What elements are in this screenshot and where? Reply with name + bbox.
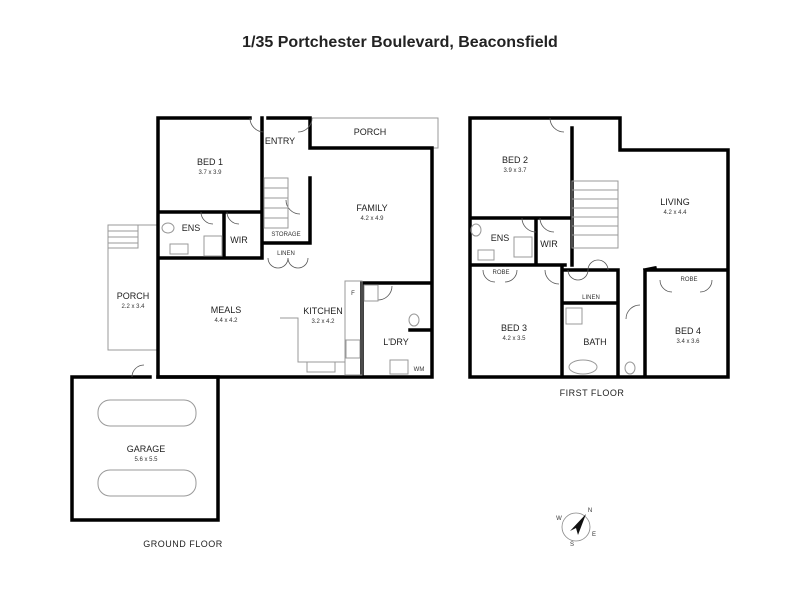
compass-e: E (592, 532, 596, 538)
room-wir2-label: WIR (540, 239, 558, 249)
room-ens-label: ENS (182, 223, 201, 233)
room-porch-side-label: PORCH (117, 291, 150, 301)
room-bed4-dims: 3.4 x 3.6 (676, 339, 700, 345)
cars (97, 399, 197, 497)
room-family-label: FAMILY (356, 203, 387, 213)
washing-machine-label: WM (414, 367, 425, 373)
compass-s: S (570, 542, 574, 548)
room-laundry-label: L'DRY (383, 337, 409, 347)
room-meals-dims: 4.4 x 4.2 (214, 318, 238, 324)
ground-floor-label: GROUND FLOOR (143, 539, 223, 549)
room-kitchen-label: KITCHEN (303, 306, 343, 316)
compass-icon: N E S W (556, 508, 596, 548)
room-linen-label: LINEN (277, 251, 295, 257)
room-meals-label: MEALS (211, 305, 242, 315)
ground-floor: BED 1 3.7 x 3.9 ENTRY PORCH FAMILY 4.2 x… (70, 116, 439, 549)
room-bed2-dims: 3.9 x 3.7 (503, 168, 527, 174)
internal-stairs (263, 177, 289, 229)
room-ens2-label: ENS (491, 233, 510, 243)
first-floor: BED 2 3.9 x 3.7 LIVING 4.2 x 4.4 ENS WIR… (468, 116, 730, 398)
room-bed1-dims: 3.7 x 3.9 (198, 170, 222, 176)
room-living-label: LIVING (660, 197, 690, 207)
room-linen2-label: LINEN (582, 295, 600, 301)
compass-n: N (588, 508, 592, 514)
room-living-dims: 4.2 x 4.4 (663, 210, 687, 216)
room-bed2-label: BED 2 (502, 155, 528, 165)
first-floor-label: FIRST FLOOR (560, 388, 625, 398)
room-entry-label: ENTRY (265, 136, 295, 146)
fridge-label: F (351, 291, 355, 297)
room-bed1-label: BED 1 (197, 157, 223, 167)
room-garage-label: GARAGE (127, 444, 166, 454)
robe-bed3-label: ROBE (492, 270, 509, 276)
room-storage-label: STORAGE (271, 232, 300, 238)
room-kitchen-dims: 3.2 x 4.2 (311, 319, 335, 325)
room-porch-front-label: PORCH (354, 127, 387, 137)
room-bed4-label: BED 4 (675, 326, 701, 336)
plan-title: 1/35 Portchester Boulevard, Beaconsfield (242, 34, 558, 51)
side-porch-area (107, 224, 159, 351)
compass-w: W (556, 516, 562, 522)
room-porch-side-dims: 2.2 x 3.4 (121, 304, 145, 310)
robe-bed4-label: ROBE (680, 277, 697, 283)
porch-stairs (107, 224, 139, 249)
room-bath-label: BATH (583, 337, 606, 347)
first-floor-stairs (470, 180, 636, 375)
kitchen-fixtures (161, 222, 420, 376)
room-bed3-label: BED 3 (501, 323, 527, 333)
room-bed3-dims: 4.2 x 3.5 (502, 336, 526, 342)
room-wir-label: WIR (230, 235, 248, 245)
room-garage-dims: 5.6 x 5.5 (134, 457, 158, 463)
room-family-dims: 4.2 x 4.9 (360, 216, 384, 222)
